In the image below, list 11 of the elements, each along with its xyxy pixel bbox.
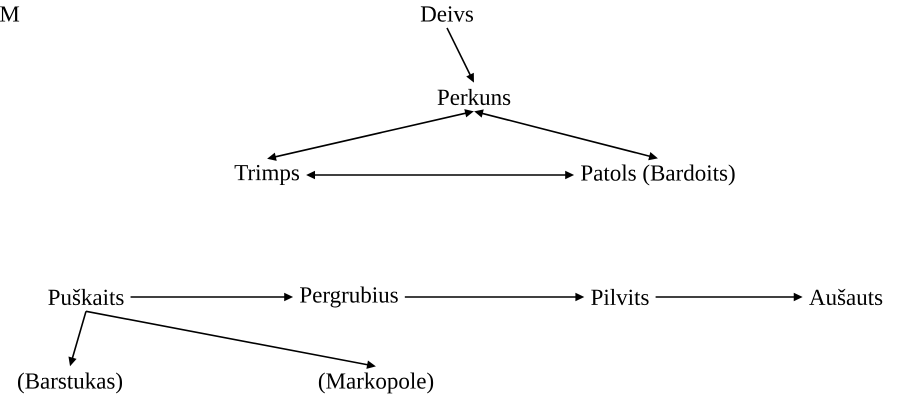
node-label: (Barstukas) xyxy=(18,372,122,394)
node-label: Patols (Bardoits) xyxy=(581,164,735,186)
node-label: (Markopole) xyxy=(318,372,434,394)
node-label: Trimps xyxy=(234,164,299,186)
node-label: Deivs xyxy=(420,6,473,22)
node-label: Aušauts xyxy=(809,288,882,306)
node-label: Perkuns xyxy=(438,88,510,106)
text-fragment: M xyxy=(0,6,20,22)
node-label: Puškaits xyxy=(48,288,124,306)
node-label: Pilvits xyxy=(591,288,649,306)
node-label: Pergrubius xyxy=(300,286,398,308)
